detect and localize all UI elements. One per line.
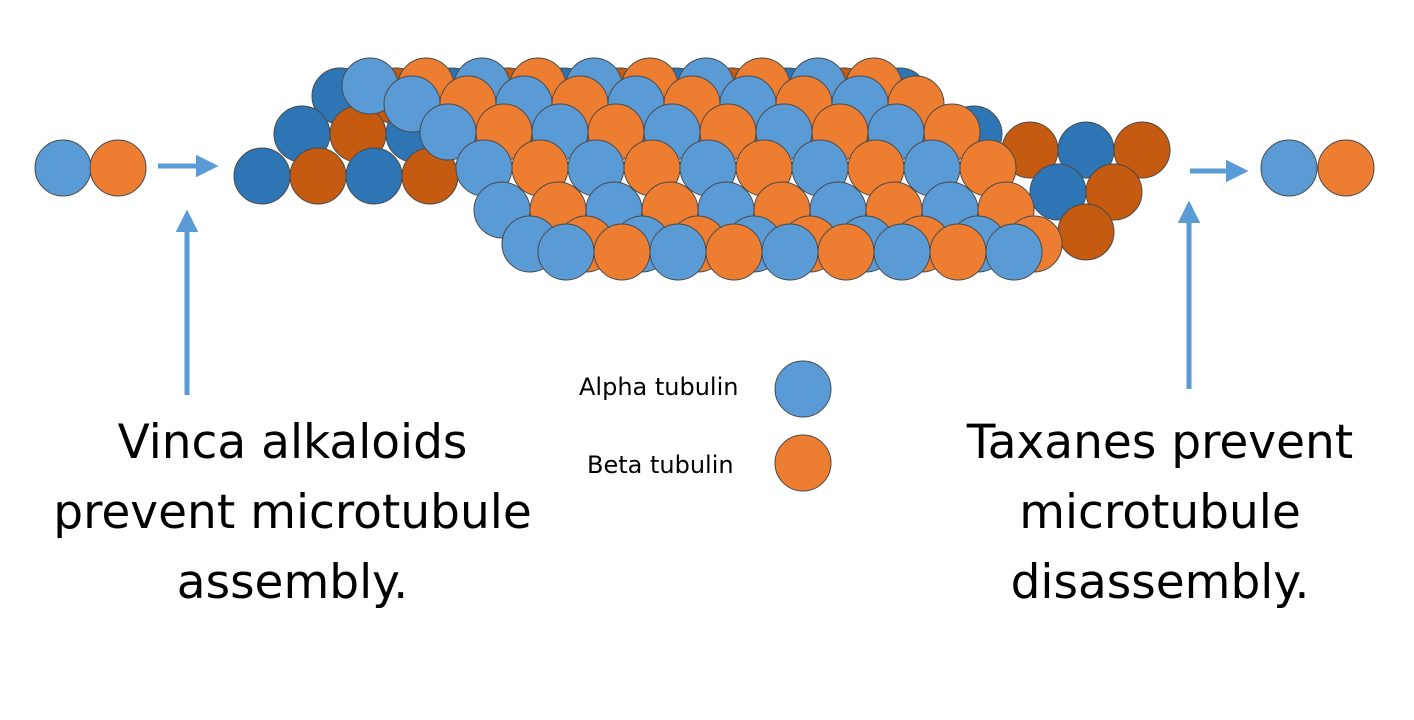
legend-alpha-swatch	[774, 360, 832, 418]
caption-line: prevent microtubule	[53, 485, 532, 540]
microtubule-lattice	[233, 57, 1171, 281]
beta-tubulin-subunit	[289, 147, 347, 205]
free-dimer-right	[1260, 139, 1375, 197]
beta-tubulin-subunit	[817, 223, 875, 281]
beta-tubulin-subunit	[705, 223, 763, 281]
alpha-tubulin-subunit	[1260, 139, 1318, 197]
legend-alpha-label: Alpha tubulin	[579, 373, 739, 401]
beta-tubulin-subunit	[89, 139, 147, 197]
caption-line: Vinca alkaloids	[117, 415, 468, 470]
beta-tubulin-subunit	[593, 223, 651, 281]
beta-tubulin-subunit	[1085, 163, 1143, 221]
free-dimer-left	[34, 139, 147, 197]
caption-line: Taxanes prevent	[966, 415, 1354, 470]
alpha-tubulin-subunit	[233, 147, 291, 205]
caption-line: disassembly.	[1010, 555, 1310, 610]
beta-tubulin-subunit	[1057, 203, 1115, 261]
caption-line: microtubule	[1019, 485, 1301, 540]
legend-beta-swatch	[774, 434, 832, 492]
alpha-tubulin-subunit	[761, 223, 819, 281]
beta-tubulin-subunit	[1317, 139, 1375, 197]
alpha-tubulin-subunit	[985, 223, 1043, 281]
alpha-tubulin-subunit	[34, 139, 92, 197]
alpha-tubulin-subunit	[649, 223, 707, 281]
caption-line: assembly.	[176, 555, 409, 610]
beta-tubulin-subunit	[1113, 121, 1171, 179]
alpha-tubulin-subunit	[537, 223, 595, 281]
taxanes-caption: Taxanes prevent microtubule disassembly.	[930, 408, 1390, 618]
legend-beta-label: Beta tubulin	[587, 451, 734, 479]
vinca-alkaloids-caption: Vinca alkaloids prevent microtubule asse…	[30, 408, 555, 618]
beta-tubulin-subunit	[929, 223, 987, 281]
alpha-tubulin-subunit	[345, 147, 403, 205]
alpha-tubulin-subunit	[873, 223, 931, 281]
